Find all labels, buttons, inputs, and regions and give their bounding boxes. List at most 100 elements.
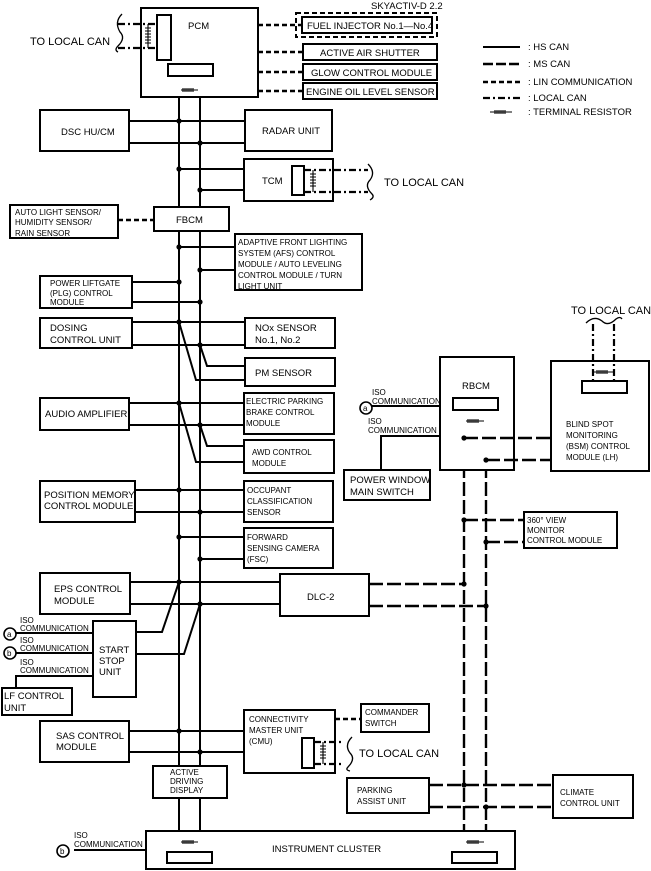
pcm-local-connector: [156, 14, 172, 61]
audio-label: AUDIO AMPLIFIER: [45, 409, 127, 420]
pcm-terminal-resistor-icon: [181, 88, 198, 92]
auto-light-label: AUTO LIGHT SENSOR/ HUMIDITY SENSOR/ RAIN…: [15, 208, 103, 238]
view360-label: 360° VIEW MONITOR CONTROL MODULE: [527, 516, 602, 545]
fbcm-module[interactable]: FBCM: [153, 206, 230, 232]
cmu-local-can: [314, 736, 354, 772]
auto-light-sensor-module[interactable]: AUTO LIGHT SENSOR/ HUMIDITY SENSOR/ RAIN…: [9, 204, 119, 239]
glow-control-module[interactable]: GLOW CONTROL MODULE: [302, 63, 438, 81]
fsc-label: FORWARD SENSING CAMERA (FSC): [247, 533, 321, 564]
iso-connector-a[interactable]: a: [3, 627, 17, 641]
bsm-to-local-can-label: TO LOCAL CAN: [571, 305, 651, 317]
ms-can-bus: [462, 410, 488, 852]
parking-assist-label: PARKING ASSIST UNIT: [357, 786, 406, 806]
legend-terminal-resistor-icon: [490, 110, 512, 114]
view360-monitor-module[interactable]: 360° VIEW MONITOR CONTROL MODULE: [523, 511, 618, 549]
cmu-label: CONNECTIVITY MASTER UNIT (CMU): [249, 715, 311, 746]
power-window-label: POWER WINDOW MAIN SWITCH: [350, 475, 433, 498]
pm-sensor-module[interactable]: PM SENSOR: [244, 357, 336, 387]
cluster-ms-connector: [451, 851, 498, 864]
radar-label: RADAR UNIT: [262, 126, 320, 137]
occupant-label: OCCUPANT CLASSIFICATION SENSOR: [247, 486, 314, 517]
cluster-ms-terminal-resistor-icon: [466, 840, 484, 844]
cmu-local-connector: [301, 737, 315, 769]
lf-control-label: LF CONTROL UNIT: [4, 691, 66, 714]
legend: : HS CAN : MS CAN : LIN COMMUNICATION : …: [483, 42, 632, 118]
afs-label: ADAPTIVE FRONT LIGHTING SYSTEM (AFS) CON…: [238, 238, 349, 291]
engine-variant-label: SKYACTIV-D 2.2: [371, 1, 443, 12]
lf-control-unit-module[interactable]: LF CONTROL UNIT: [1, 687, 73, 716]
awd-control-module[interactable]: AWD CONTROL MODULE: [243, 439, 335, 474]
engine-oil-level-label: ENGINE OIL LEVEL SENSOR: [306, 87, 435, 98]
active-driving-display-module[interactable]: ACTIVE DRIVING DISPLAY: [152, 765, 228, 799]
fsc-module[interactable]: FORWARD SENSING CAMERA (FSC): [243, 527, 334, 569]
iso-connector-b[interactable]: b: [3, 646, 17, 660]
commander-switch-module[interactable]: COMMANDER SWITCH: [360, 703, 430, 733]
dosing-label: DOSING CONTROL UNIT: [50, 323, 121, 346]
occupant-classification-sensor-module[interactable]: OCCUPANT CLASSIFICATION SENSOR: [243, 480, 334, 523]
fuel-injector-module[interactable]: FUEL INJECTOR No.1—No.4: [301, 16, 433, 34]
pcm-to-local-can-label: TO LOCAL CAN: [30, 36, 110, 48]
iso-comm-rbcm-a-label: ISO COMMUNICATION: [372, 388, 441, 406]
fuel-injector-label: FUEL INJECTOR No.1—No.4: [307, 21, 433, 32]
iso-comm-rbcm-pw-label: ISO COMMUNICATION: [368, 417, 437, 435]
audio-amplifier-module[interactable]: AUDIO AMPLIFIER: [39, 397, 130, 431]
sas-label: SAS CONTROL MODULE: [56, 731, 126, 753]
awd-label: AWD CONTROL MODULE: [252, 448, 314, 468]
tcm-local-connector: [291, 165, 305, 196]
power-window-main-switch-module[interactable]: POWER WINDOW MAIN SWITCH: [343, 469, 433, 501]
active-driving-display-label: ACTIVE DRIVING DISPLAY: [170, 768, 206, 795]
iso-comm-a-label: ISO COMMUNICATION: [20, 616, 89, 633]
cluster-hs-terminal-resistor-icon: [181, 840, 198, 844]
bsm-module[interactable]: BLIND SPOT MONITORING (BSM) CONTROL MODU…: [550, 360, 650, 472]
cmu-to-local-can-label: TO LOCAL CAN: [359, 748, 439, 760]
afs-module[interactable]: ADAPTIVE FRONT LIGHTING SYSTEM (AFS) CON…: [234, 233, 363, 291]
eps-control-module[interactable]: EPS CONTROL MODULE: [39, 572, 131, 615]
pcm-module[interactable]: PCM: [140, 7, 259, 98]
position-memory-module[interactable]: POSITION MEMORY CONTROL MODULE: [39, 480, 137, 523]
nox-sensor-module[interactable]: NOx SENSOR No.1, No.2: [244, 317, 336, 349]
start-stop-unit-module[interactable]: START STOP UNIT: [92, 620, 137, 698]
climate-label: CLIMATE CONTROL UNIT: [560, 788, 620, 808]
tcm-module[interactable]: TCM: [243, 158, 334, 202]
fuel-injector-group-outline: [295, 12, 438, 38]
epb-module[interactable]: ELECTRIC PARKING BRAKE CONTROL MODULE: [243, 392, 335, 435]
legend-ms-label: : MS CAN: [528, 59, 570, 70]
tcm-local-can: [304, 163, 374, 201]
instrument-cluster-label: INSTRUMENT CLUSTER: [272, 844, 381, 855]
plg-label: POWER LIFTGATE (PLG) CONTROL MODULE: [50, 279, 122, 307]
connector-a-label: a: [7, 630, 12, 639]
bsm-local-can: [585, 316, 623, 381]
connector-b-label: b: [7, 649, 12, 658]
position-memory-label: POSITION MEMORY CONTROL MODULE: [44, 490, 137, 512]
iso-connector-b-cluster[interactable]: b: [56, 844, 70, 858]
rbcm-module[interactable]: RBCM: [439, 356, 515, 471]
climate-control-unit-module[interactable]: CLIMATE CONTROL UNIT: [552, 774, 634, 819]
sas-control-module[interactable]: SAS CONTROL MODULE: [39, 720, 130, 763]
active-air-shutter-module[interactable]: ACTIVE AIR SHUTTER: [302, 43, 438, 61]
active-air-shutter-label: ACTIVE AIR SHUTTER: [320, 48, 420, 59]
parking-assist-unit-module[interactable]: PARKING ASSIST UNIT: [346, 777, 430, 814]
bsm-local-connector: [581, 380, 628, 394]
iso-comm-cluster-label: ISO COMMUNICATION: [74, 831, 143, 849]
radar-unit-module[interactable]: RADAR UNIT: [244, 109, 333, 152]
legend-hs-label: : HS CAN: [528, 42, 569, 53]
cluster-hs-connector: [166, 851, 213, 864]
dlc2-connector[interactable]: DLC-2: [279, 573, 370, 617]
commander-label: COMMANDER SWITCH: [365, 708, 421, 728]
instrument-cluster-module[interactable]: INSTRUMENT CLUSTER: [145, 830, 516, 870]
rbcm-ms-connector: [452, 397, 499, 411]
connector-a-rbcm-label: a: [363, 404, 368, 413]
cmu-module[interactable]: CONNECTIVITY MASTER UNIT (CMU): [243, 709, 336, 774]
dosing-control-module[interactable]: DOSING CONTROL UNIT: [39, 317, 133, 349]
dsc-module[interactable]: DSC HU/CM: [39, 109, 130, 152]
pcm-local-can: [115, 13, 157, 53]
pcm-label: PCM: [188, 21, 209, 32]
nox-label: NOx SENSOR No.1, No.2: [255, 323, 319, 346]
iso-comm-b-label: ISO COMMUNICATION: [20, 636, 89, 653]
plg-module[interactable]: POWER LIFTGATE (PLG) CONTROL MODULE: [39, 275, 133, 309]
iso-connector-a-rbcm[interactable]: a: [359, 401, 373, 415]
hs-can-bus: [178, 78, 201, 852]
engine-oil-level-sensor-module[interactable]: ENGINE OIL LEVEL SENSOR: [302, 82, 438, 100]
tcm-label: TCM: [262, 176, 283, 187]
